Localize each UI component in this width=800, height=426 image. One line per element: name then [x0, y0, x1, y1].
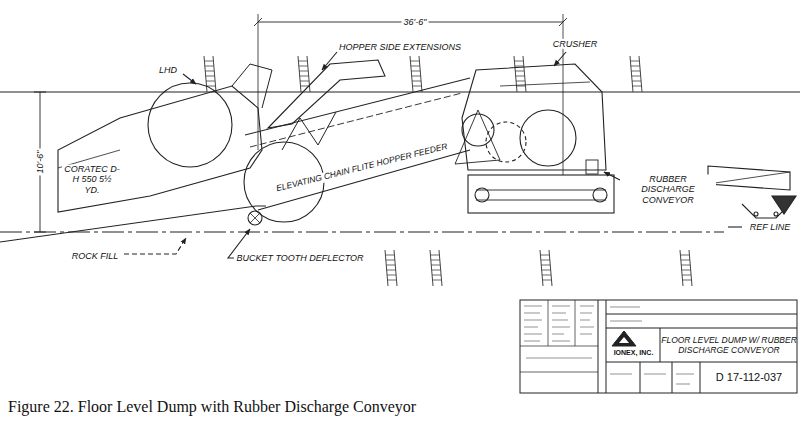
company-logo — [612, 331, 636, 346]
dimension-label: 10'-6" — [35, 149, 45, 176]
figure-caption: Figure 22. Floor Level Dump with Rubber … — [8, 398, 416, 416]
part-label: BUCKET TOOTH DEFLECTOR — [234, 253, 365, 263]
part-label: RUBBER DISCHARGE CONVEYOR — [620, 174, 716, 205]
company-name: IONEX, INC. — [607, 329, 660, 361]
hopper-feeder — [228, 52, 500, 258]
part-label: LHD — [157, 65, 179, 75]
title-block — [520, 300, 797, 393]
ramp — [0, 206, 266, 242]
ref-leader — [728, 226, 742, 227]
part-label: HOPPER SIDE EXTENSIONS — [337, 42, 463, 52]
part-label: CRUSHER — [551, 39, 600, 49]
hopper-side-extensions — [268, 60, 385, 128]
leader-line — [124, 238, 186, 254]
part-label: ROCK FILL — [70, 251, 121, 261]
title-block-text: D 17-112-037 — [716, 371, 782, 384]
drawing-number: D 17-112-037 — [701, 363, 797, 392]
crusher — [462, 52, 606, 174]
conveyor-section — [708, 166, 796, 218]
model-note: CORATEC D-H 550 5½ YD. — [62, 164, 122, 195]
lhd-loader — [58, 64, 324, 222]
bucket-tooth-deflector — [248, 211, 262, 225]
title-block-text: FLOOR LEVEL DUMP W/ RUBBER DISCHARGE CON… — [661, 335, 797, 355]
title-block-text: IONEX, INC. — [614, 349, 654, 357]
part-label: ELEVATING CHAIN FLITE HOPPER FEEDER — [273, 141, 450, 194]
reference-label: REF LINE — [748, 222, 792, 232]
title-cell: FLOOR LEVEL DUMP W/ RUBBER DISCHARGE CON… — [661, 329, 797, 361]
ref-line — [0, 231, 724, 232]
dimension-label: 36'-6" — [402, 17, 429, 27]
rubber-discharge-conveyor — [468, 172, 620, 213]
roof-line — [0, 91, 800, 92]
